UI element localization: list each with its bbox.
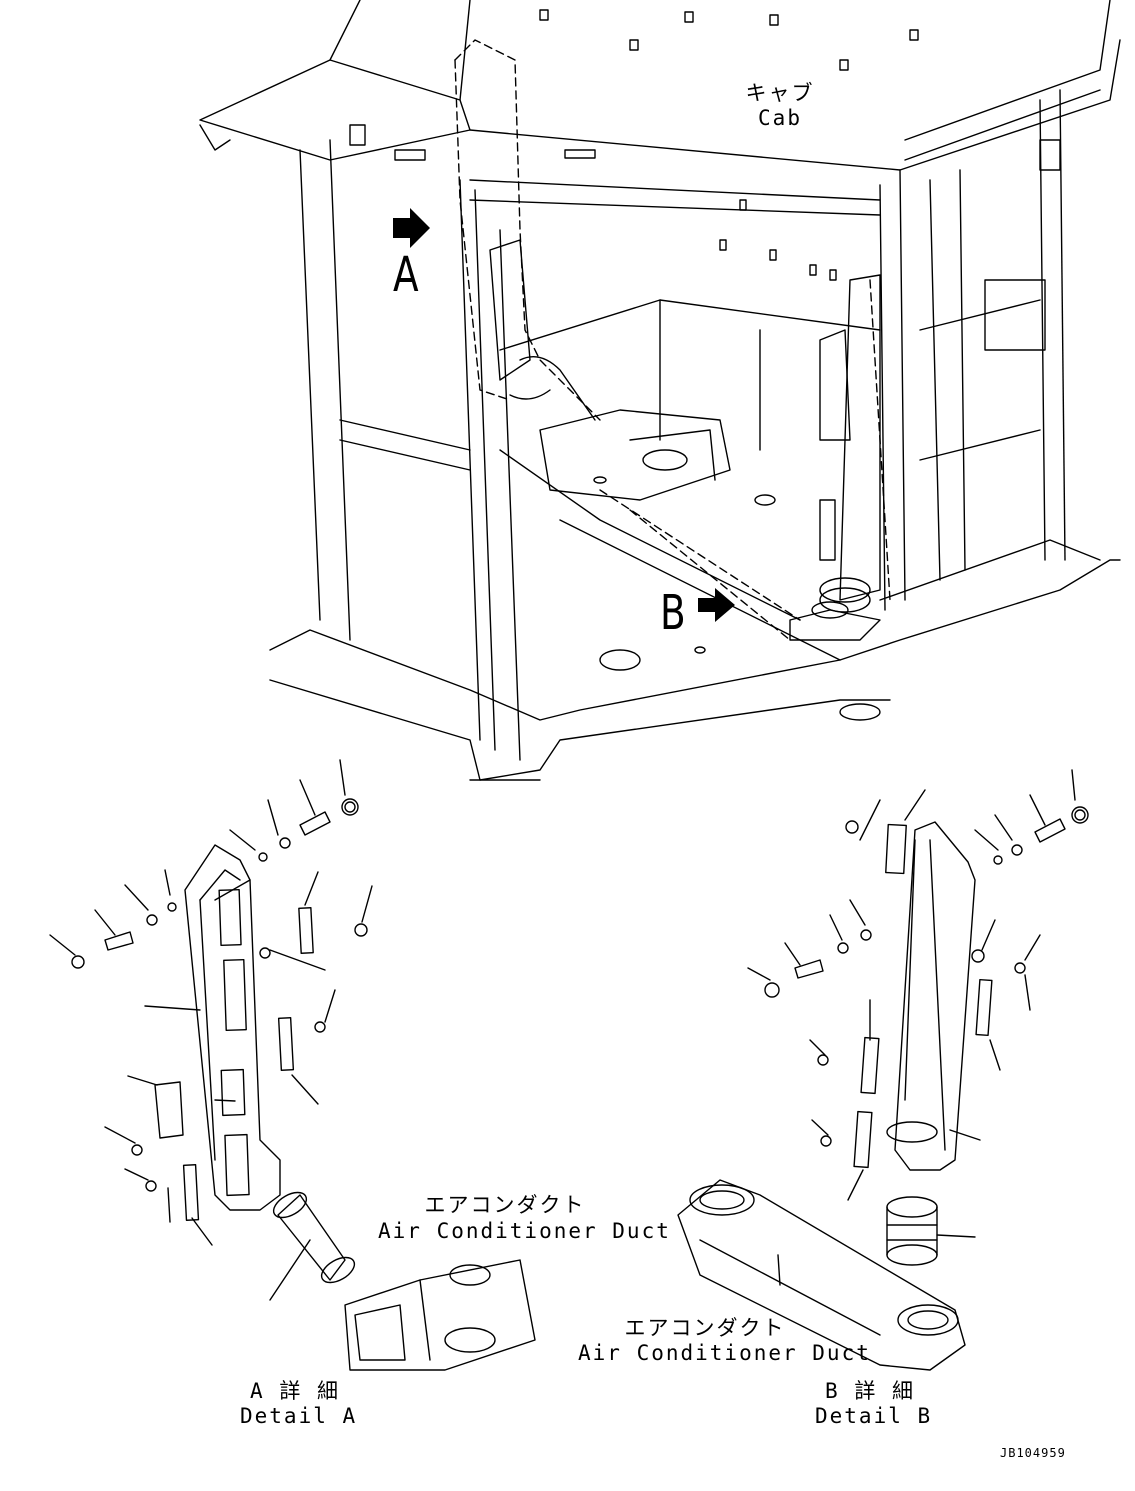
cab-duct-a	[454, 39, 601, 421]
detail-a-assembly	[49, 759, 536, 1371]
callout-a-label: A	[393, 247, 419, 303]
detail-a-label-jp: A 詳 細	[250, 1379, 340, 1403]
cab-label-jp: キャブ	[745, 81, 815, 105]
duct-a-label-en: Air Conditioner Duct	[378, 1219, 671, 1243]
detail-a-label-en: Detail A	[240, 1404, 358, 1428]
arrow-right-icon	[393, 208, 735, 622]
callout-b-label: B	[660, 585, 686, 641]
duct-a-label-jp: エアコンダクト	[424, 1193, 586, 1217]
cab-frame	[199, 0, 1121, 781]
detail-b-label-en: Detail B	[815, 1404, 933, 1428]
cab-label-en: Cab	[758, 106, 802, 130]
duct-b-label-en: Air Conditioner Duct	[578, 1341, 871, 1365]
cab-duct-b-solid	[789, 274, 881, 641]
drawing-code: JB104959	[1000, 1446, 1066, 1460]
cab-duct-a-solid	[489, 239, 731, 501]
detail-b-assembly	[677, 769, 1089, 1371]
detail-b-label-jp: B 詳 細	[825, 1379, 915, 1403]
duct-b-label-jp: エアコンダクト	[624, 1316, 786, 1340]
